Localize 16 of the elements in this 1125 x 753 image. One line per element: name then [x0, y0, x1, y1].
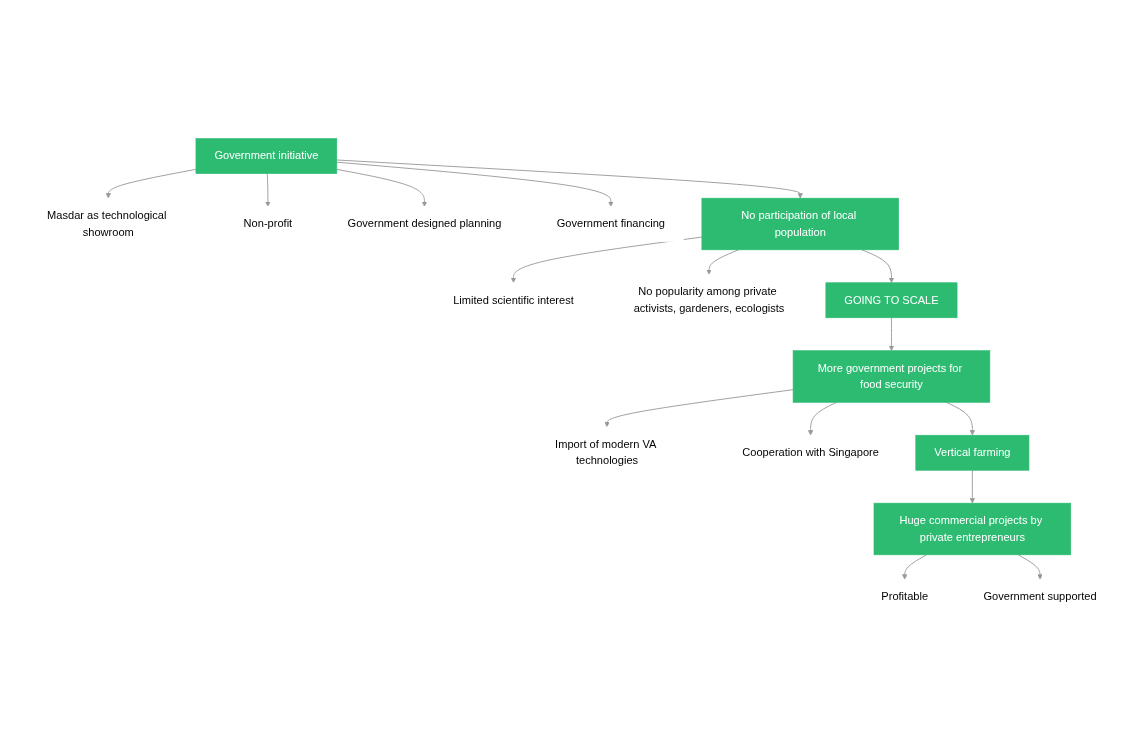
node-box: Vertical farming [915, 434, 1030, 471]
node-box: Huge commercial projects by private entrepreneurs [873, 502, 1072, 556]
node-text: Government supported [983, 590, 1097, 603]
node-text: Masdar as technological showroom [47, 209, 167, 239]
node-text: Non-profit [243, 217, 293, 230]
node-text: No popularity among private activists, gardeners, ecologists [633, 285, 785, 315]
node-text: Limited scientific interest [453, 293, 574, 307]
node-text: Government designed planning [347, 217, 502, 230]
node-box: GOING TO SCALE [825, 282, 958, 319]
node-box: No participation of local population [701, 197, 899, 251]
node-text: Import of modern VA technologies [555, 437, 656, 467]
node-text: Government financing [556, 217, 665, 230]
node-text: Profitable [881, 590, 929, 603]
node-text: Cooperation with Singapore [742, 446, 879, 459]
node-box: More government projects for food security [792, 350, 991, 403]
node-box: Government initiative [195, 138, 338, 174]
